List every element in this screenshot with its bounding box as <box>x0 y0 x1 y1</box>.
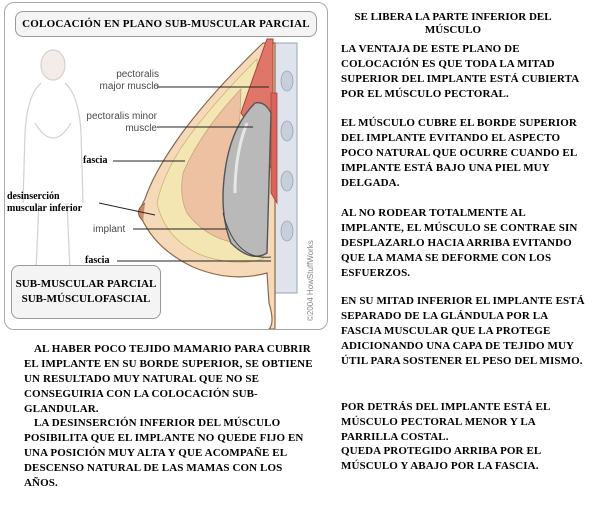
left-paragraph-text: AL HABER POCO TEJIDO MAMARIO PARA CUBRIR… <box>24 343 313 415</box>
left-paragraph-1: AL HABER POCO TEJIDO MAMARIO PARA CUBRIR… <box>24 342 318 417</box>
implant-shape <box>222 102 272 257</box>
figure-title: COLOCACIÓN EN PLANO SUB-MUSCULAR PARCIAL <box>15 11 317 37</box>
right-paragraph-text: EN SU MITAD INFERIOR EL IMPLANTE ESTÁ SE… <box>341 295 585 367</box>
right-paragraph-5: POR DETRÁS DEL IMPLANTE ESTÁ EL MÚSCULO … <box>341 400 589 445</box>
left-paragraph-2: LA DESINSERCIÓN INFERIOR DEL MÚSCULO POS… <box>24 416 318 491</box>
fascia-line <box>222 212 272 258</box>
left-paragraph-text: LA DESINSERCIÓN INFERIOR DEL MÚSCULO POS… <box>24 417 304 489</box>
right-paragraph-text: AL NO RODEAR TOTALMENTE AL IMPLANTE, EL … <box>341 207 578 279</box>
right-paragraph-4: EN SU MITAD INFERIOR EL IMPLANTE ESTÁ SE… <box>341 294 589 369</box>
label-pectoralis-minor: pectoralis minor muscle <box>86 111 157 134</box>
right-paragraph-1: LA VENTAJA DE ESTE PLANO DE COLOCACIÓN E… <box>341 42 589 102</box>
right-paragraph-text: LA VENTAJA DE ESTE PLANO DE COLOCACIÓN E… <box>341 43 579 100</box>
right-paragraph-2: EL MÚSCULO CUBRE EL BORDE SUPERIOR DEL I… <box>341 116 589 191</box>
label-fascia-bottom: fascia <box>85 255 110 266</box>
right-paragraph-text: POR DETRÁS DEL IMPLANTE ESTÁ EL MÚSCULO … <box>341 401 550 443</box>
right-paragraph-text: EL MÚSCULO CUBRE EL BORDE SUPERIOR DEL I… <box>341 117 577 189</box>
body-silhouette <box>22 49 84 294</box>
pectoralis-minor-shape <box>270 92 278 205</box>
label-implant: implant <box>93 224 126 235</box>
placement-type-line2: SUB-MÚSCULOFASCIAL <box>21 293 151 305</box>
label-pectoralis-major: pectoralis major muscle <box>99 69 159 92</box>
image-credit: ©2004 HowStuffWorks <box>306 240 315 321</box>
breast-anatomy-illustration <box>22 38 298 329</box>
label-fascia-top: fascia <box>83 155 108 166</box>
placement-type-line1: SUB-MUSCULAR PARCIAL <box>15 278 157 290</box>
section-heading: SE LIBERA LA PARTE INFERIOR DEL MÚSCULO <box>354 11 552 36</box>
label-desinsercion: desinserción muscular inferior <box>7 191 83 214</box>
right-paragraph-text: QUEDA PROTEGIDO ARRIBA POR EL MÚSCULO Y … <box>341 445 541 472</box>
placement-type-box: SUB-MUSCULAR PARCIAL SUB-MÚSCULOFASCIAL <box>11 265 161 319</box>
right-paragraph-6: QUEDA PROTEGIDO ARRIBA POR EL MÚSCULO Y … <box>341 444 561 474</box>
illustration-panel: COLOCACIÓN EN PLANO SUB-MUSCULAR PARCIAL… <box>4 2 328 330</box>
right-paragraph-3: AL NO RODEAR TOTALMENTE AL IMPLANTE, EL … <box>341 206 589 281</box>
